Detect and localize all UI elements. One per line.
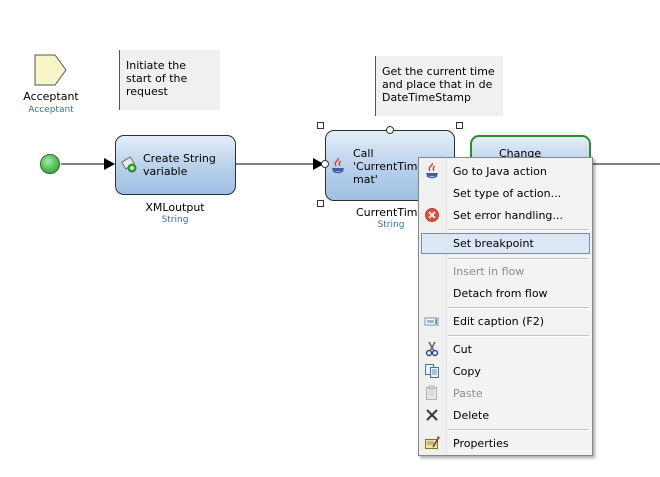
menu-item-label: Delete [453, 409, 490, 422]
context-menu: Go to Java action Set type of action... … [418, 157, 593, 456]
menu-item-label: Paste [453, 387, 483, 400]
menu-item-insert-in-flow[interactable]: Insert in flow [421, 261, 590, 282]
annotation-initiate[interactable]: Initiate the start of the request [119, 50, 220, 110]
menu-separator [448, 335, 589, 337]
annotation-get-time[interactable]: Get the current time and place that in d… [375, 56, 503, 116]
selection-handle-top-right[interactable] [456, 122, 463, 129]
activity-create-string[interactable]: Create String variable [115, 135, 236, 195]
menu-item-delete[interactable]: Delete [421, 405, 590, 426]
activity-create-string-label: Create String variable [143, 152, 216, 178]
selection-handle-bottom-left[interactable] [317, 200, 324, 207]
menu-item-set-type-of-action[interactable]: Set type of action... [421, 183, 590, 204]
activity-call-java-label: Call 'CurrentTim mat' [353, 147, 418, 186]
output-xmloutput-name: XMLoutput [145, 201, 205, 214]
parameter-type: Acceptant [28, 105, 74, 115]
flow-arrowhead [313, 158, 324, 170]
menu-item-set-breakpoint[interactable]: Set breakpoint [421, 233, 590, 254]
menu-item-cut[interactable]: Cut [421, 339, 590, 360]
menu-item-properties[interactable]: Properties [421, 433, 590, 454]
properties-icon [425, 436, 440, 449]
connection-point-left[interactable] [321, 160, 329, 168]
scissors-icon [425, 341, 439, 357]
paste-icon [426, 385, 437, 400]
output-xmloutput-type: String [161, 215, 189, 225]
menu-separator [448, 307, 589, 309]
menu-separator [448, 229, 589, 231]
error-icon [425, 208, 439, 222]
parameter-name: Acceptant [23, 90, 79, 103]
java-icon [332, 158, 344, 174]
output-currenttime-name: CurrentTim [356, 206, 418, 219]
menu-item-label: Copy [453, 365, 481, 378]
menu-item-paste[interactable]: Paste [421, 383, 590, 404]
menu-item-label: Cut [453, 343, 472, 356]
copy-icon [425, 364, 439, 378]
menu-item-label: Properties [453, 437, 509, 450]
connection-point-top[interactable] [386, 126, 394, 134]
menu-item-label: Insert in flow [453, 265, 525, 278]
selection-handle-top-left[interactable] [317, 122, 324, 129]
start-event[interactable] [40, 154, 60, 174]
create-variable-icon [121, 156, 137, 173]
menu-item-detach-from-flow[interactable]: Detach from flow [421, 283, 590, 304]
menu-item-edit-caption[interactable]: Edit caption (F2) [421, 311, 590, 332]
java-icon [426, 163, 438, 179]
output-currenttime-type: String [377, 220, 405, 230]
menu-item-label: Go to Java action [453, 165, 547, 178]
menu-item-label: Set type of action... [453, 187, 562, 200]
flow-arrowhead [104, 158, 115, 170]
context-menu-gutter [419, 158, 447, 455]
menu-separator [448, 258, 589, 260]
delete-icon [426, 409, 438, 421]
menu-item-label: Edit caption (F2) [453, 315, 545, 328]
edit-caption-icon [424, 317, 439, 326]
activity-change-label: Change [499, 147, 542, 160]
menu-item-label: Set error handling... [453, 209, 563, 222]
menu-item-label: Detach from flow [453, 287, 548, 300]
parameter-icon[interactable] [34, 54, 68, 88]
menu-item-label: Set breakpoint [453, 237, 534, 250]
menu-separator [448, 429, 589, 431]
menu-item-set-error-handling[interactable]: Set error handling... [421, 205, 590, 226]
menu-item-copy[interactable]: Copy [421, 361, 590, 382]
menu-item-go-to-java-action[interactable]: Go to Java action [421, 161, 590, 182]
